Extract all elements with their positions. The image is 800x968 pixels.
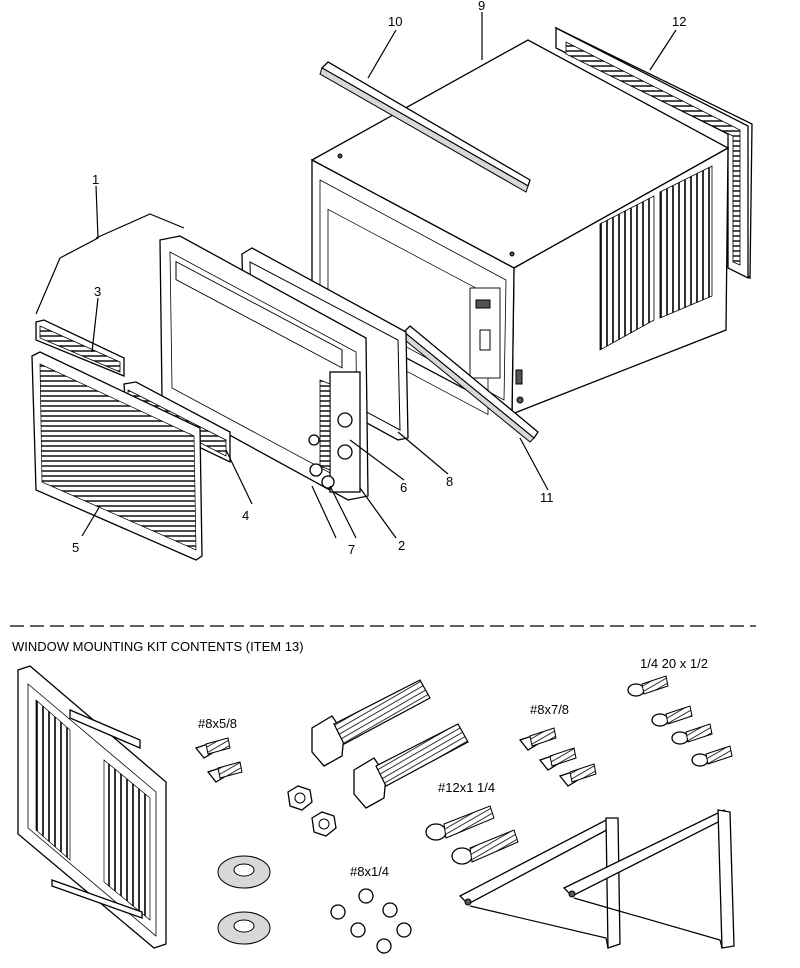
front-frame	[159, 235, 369, 501]
label-8x7-8: #8x7/8	[530, 702, 569, 717]
side-curtain-panel	[17, 665, 167, 949]
screws-8x1-4	[330, 888, 412, 954]
callout-10: 10	[388, 14, 402, 29]
label-8x1-4: #8x1/4	[350, 864, 389, 879]
screws-8x5-8	[194, 737, 243, 783]
callout-6: 6	[400, 480, 407, 495]
bolts-1-4-20x1-2	[627, 675, 733, 767]
callout-11: 11	[540, 490, 554, 505]
leader-lines	[35, 12, 677, 539]
callout-9: 9	[478, 0, 485, 13]
callout-8: 8	[446, 474, 453, 489]
kit-heading: WINDOW MOUNTING KIT CONTENTS (ITEM 13)	[12, 639, 304, 654]
support-brackets	[458, 809, 735, 949]
hex-bolts	[311, 679, 469, 809]
top-rail	[319, 61, 531, 193]
foam-washers	[217, 855, 271, 945]
callout-7: 7	[348, 542, 355, 557]
label-8x5-8: #8x5/8	[198, 716, 237, 731]
screws-8x7-8	[518, 727, 597, 787]
screws-12x1-1-4	[425, 805, 519, 865]
front-grille	[31, 351, 203, 561]
label-12x1-1-4: #12x1 1/4	[438, 780, 495, 795]
rear-grille	[554, 26, 753, 280]
callout-4: 4	[242, 508, 249, 523]
callout-1: 1	[92, 172, 99, 187]
cabinet	[310, 39, 730, 416]
callout-5: 5	[72, 540, 79, 555]
callout-2: 2	[398, 538, 405, 553]
hex-nuts	[287, 785, 337, 837]
callout-3: 3	[94, 284, 101, 299]
callout-12: 12	[672, 14, 686, 29]
label-1-4-20x1-2: 1/4 20 x 1/2	[640, 656, 708, 671]
callout-labels: 1 2 3 4 5 6 7 8 9 10 11 12	[72, 0, 686, 557]
